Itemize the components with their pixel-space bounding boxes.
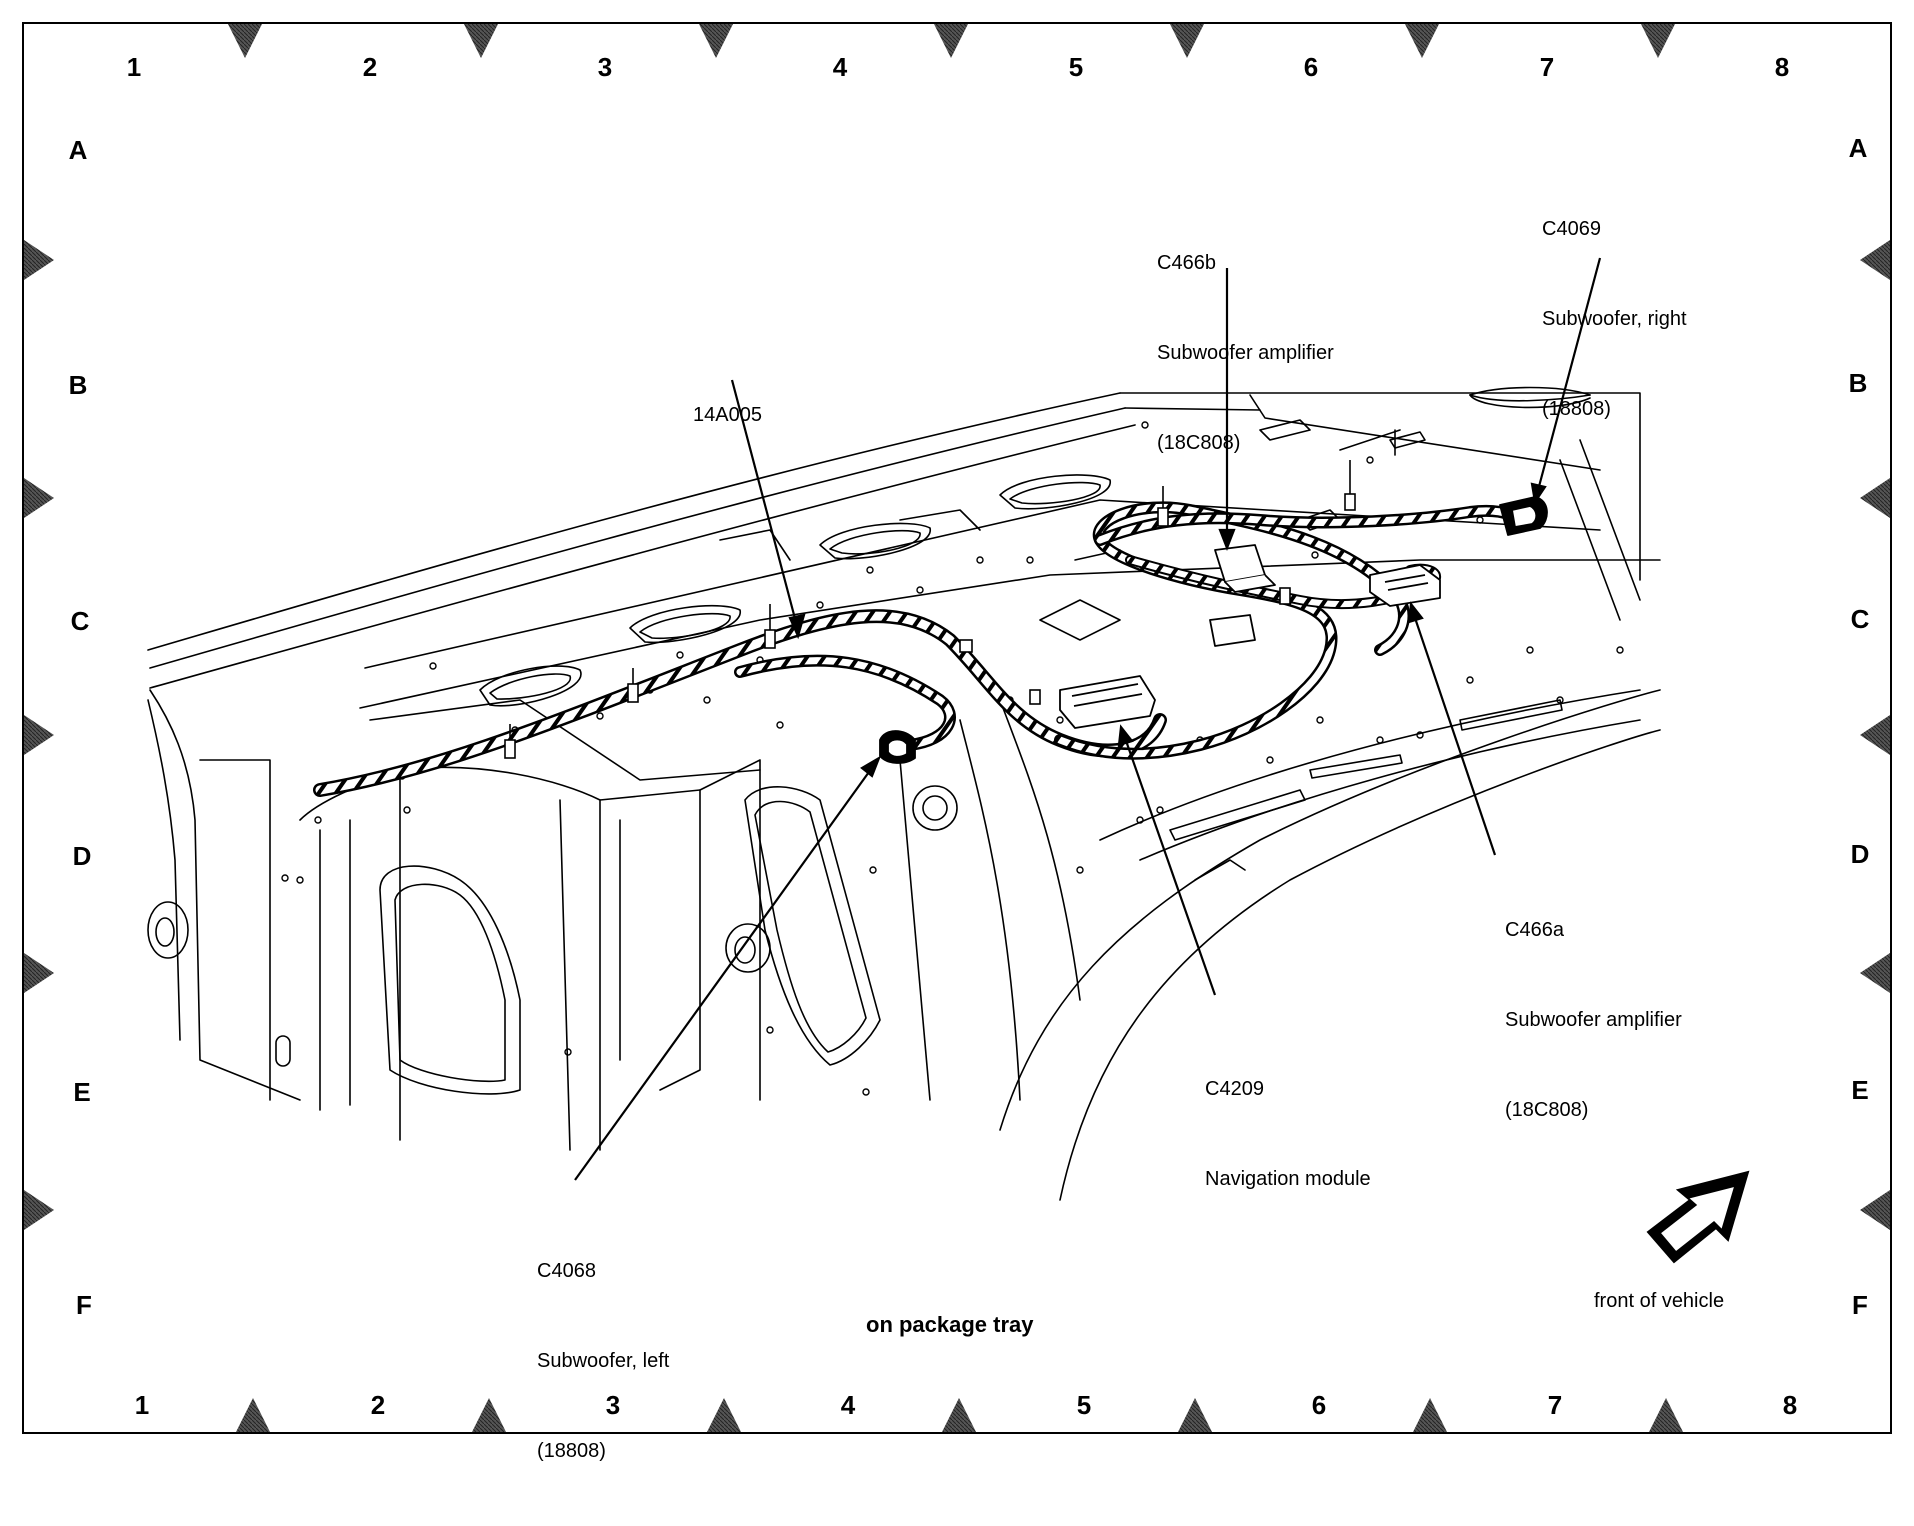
callout-c466b-part: (18C808) <box>1157 432 1241 454</box>
callout-c4069-desc: Subwoofer, right <box>1542 308 1687 330</box>
harness-clips <box>504 460 1356 759</box>
grid-markers-left <box>24 240 54 1230</box>
package-tray-illustration <box>24 24 1890 1432</box>
grid-col-5-bottom: 5 <box>1076 1390 1092 1420</box>
connector-spare-icon <box>1209 614 1256 647</box>
grid-col-4-bottom: 4 <box>840 1390 856 1420</box>
grid-markers-bottom <box>236 1398 1683 1432</box>
grid-col-4-top: 4 <box>832 52 848 82</box>
grid-col-7-top: 7 <box>1539 52 1555 82</box>
grid-markers-right <box>1860 240 1890 1230</box>
connector-c466a-icon <box>1369 564 1441 607</box>
grid-row-f-right: F <box>1852 1290 1868 1320</box>
body-holes <box>281 421 1624 1096</box>
callout-c466b: C466b Subwoofer amplifier (18C808) <box>1157 188 1334 518</box>
diagram-page: 1 2 3 4 5 6 7 8 1 2 3 4 5 6 7 8 A B C D … <box>22 22 1892 1462</box>
front-of-vehicle-label: front of vehicle <box>1594 1290 1725 1312</box>
grid-col-8-bottom: 8 <box>1782 1390 1798 1420</box>
grid-col-2-top: 2 <box>362 52 378 82</box>
front-arrow-icon <box>1646 1170 1750 1264</box>
callout-c466a-desc: Subwoofer amplifier <box>1505 1009 1682 1031</box>
callout-14a005: 14A005 <box>693 340 762 490</box>
grid-row-a-right: A <box>1848 133 1868 163</box>
grid-row-b-right: B <box>1848 368 1868 398</box>
callout-c466a-id: C466a <box>1505 919 1564 941</box>
callout-c4068-part: (18808) <box>537 1440 606 1462</box>
grid-col-2-bottom: 2 <box>370 1390 386 1420</box>
grid-col-5-top: 5 <box>1068 52 1084 82</box>
connector-c4209-icon <box>1059 675 1156 729</box>
grid-col-3-top: 3 <box>597 52 613 82</box>
grid-row-f-left: F <box>76 1290 92 1320</box>
connector-c466b-icon <box>1214 544 1276 593</box>
grid-row-c-right: C <box>1850 604 1870 634</box>
diagram-caption: on package tray <box>866 1312 1034 1337</box>
grid-row-e-left: E <box>73 1077 91 1107</box>
grid-col-7-bottom: 7 <box>1547 1390 1563 1420</box>
callout-c4069-id: C4069 <box>1542 218 1601 240</box>
grid-row-d-left: D <box>72 841 92 871</box>
callout-c4069-part: (18808) <box>1542 398 1611 420</box>
callout-c4209-id: C4209 <box>1205 1078 1264 1100</box>
grid-col-1-top: 1 <box>126 52 142 82</box>
callout-c466a-part: (18C808) <box>1505 1099 1589 1121</box>
callout-leader-lines <box>574 257 1602 1181</box>
subwoofer-harness <box>313 501 1531 797</box>
connectors <box>879 496 1548 764</box>
callout-c466a: C466a Subwoofer amplifier (18C808) <box>1505 855 1682 1185</box>
vehicle-body-panels <box>147 386 1661 1201</box>
grid-col-1-bottom: 1 <box>134 1390 150 1420</box>
grid-markers-top <box>228 24 1675 58</box>
grid-row-d-right: D <box>1850 839 1870 869</box>
connector-c4068-icon <box>879 730 916 764</box>
callout-14a005-id: 14A005 <box>693 404 762 426</box>
diagram-frame <box>22 22 1892 1434</box>
callout-c4068-desc: Subwoofer, left <box>537 1350 670 1372</box>
connector-c4069-icon <box>1499 496 1548 536</box>
callout-c4209-desc: Navigation module <box>1205 1168 1371 1190</box>
callout-c466b-id: C466b <box>1157 252 1216 274</box>
callout-c4068-id: C4068 <box>537 1260 596 1282</box>
callout-c4069: C4069 Subwoofer, right (18808) <box>1542 154 1687 484</box>
grid-col-8-top: 8 <box>1774 52 1790 82</box>
callout-c466b-desc: Subwoofer amplifier <box>1157 342 1334 364</box>
grid-col-3-bottom: 3 <box>605 1390 621 1420</box>
grid-row-c-left: C <box>70 606 90 636</box>
grid-row-a-left: A <box>68 135 88 165</box>
grid-col-6-top: 6 <box>1303 52 1319 82</box>
grid-row-b-left: B <box>68 370 88 400</box>
callout-c4068: C4068 Subwoofer, left (18808) <box>537 1196 669 1526</box>
grid-row-e-right: E <box>1851 1075 1869 1105</box>
grid-col-6-bottom: 6 <box>1311 1390 1327 1420</box>
callout-c4209: C4209 Navigation module <box>1205 1014 1371 1254</box>
